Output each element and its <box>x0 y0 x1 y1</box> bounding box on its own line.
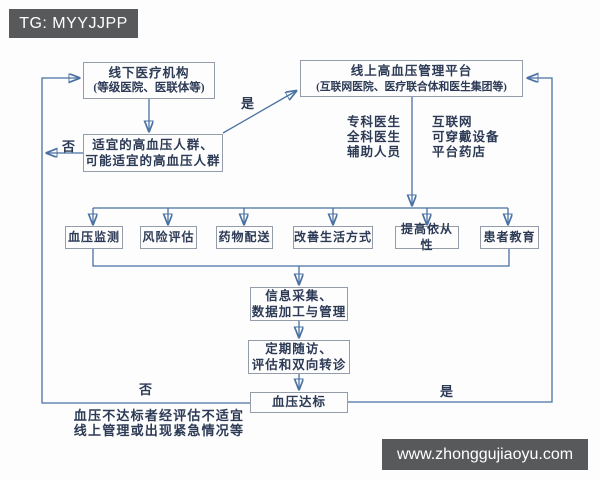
node-suitable-line1: 适宜的高血压人群、 <box>92 137 214 152</box>
edge-no-return-left <box>41 78 250 404</box>
node-data-line1: 信息采集、 <box>265 288 333 303</box>
label-yes-top: 是 <box>241 96 255 111</box>
annotation-tools: 互联网 可穿戴设备 平台药店 <box>432 115 500 160</box>
node-bp-target: 血压达标 <box>250 392 348 413</box>
node-bp-monitoring: 血压监测 <box>65 226 123 249</box>
node-followup-line2: 评估和双向转诊 <box>251 358 347 372</box>
annotation-tools-line1: 互联网 <box>432 115 473 129</box>
annotation-staff-line3: 辅助人员 <box>347 145 402 159</box>
telegram-tag-badge: TG: MYYJJPP <box>9 9 138 38</box>
node-data-line2: 数据加工与管理 <box>251 305 347 319</box>
edge-suitable-yes-diagonal <box>222 91 296 134</box>
annotation-staff: 专科医生 全科医生 辅助人员 <box>347 115 401 160</box>
label-no-bottom: 否 <box>139 382 153 397</box>
node-drug-delivery: 药物配送 <box>216 226 273 249</box>
node-online-line2: (互联网医院、医疗联合体和医生集团等) <box>316 80 507 93</box>
node-patient-education: 患者教育 <box>480 226 539 249</box>
node-followup-line1: 定期随访、 <box>265 341 333 356</box>
node-offline-institution: 线下医疗机构 (等级医院、医联体等) <box>83 62 215 99</box>
node-suitable-line2: 可能适宜的高血压人群 <box>85 154 221 168</box>
node-followup-referral: 定期随访、 评估和双向转诊 <box>248 340 350 374</box>
label-no-left: 否 <box>62 139 76 154</box>
node-offline-line2: (等级医院、医联体等) <box>93 82 205 95</box>
caption-not-at-target: 血压不达标者经评估不适宜 线上管理或出现紧急情况等 <box>64 408 254 438</box>
node-adherence: 提高依从性 <box>395 222 459 252</box>
node-bp-target-label: 血压达标 <box>271 395 326 410</box>
node-data-management: 信息采集、 数据加工与管理 <box>250 287 348 321</box>
edge-target-yes-return <box>348 78 553 403</box>
annotation-tools-line3: 平台药店 <box>432 145 487 159</box>
node-online-platform: 线上高血压管理平台 (互联网医院、医疗联合体和医生集团等) <box>300 60 523 97</box>
annotation-tools-line2: 可穿戴设备 <box>432 130 500 144</box>
label-yes-bottom: 是 <box>440 384 454 399</box>
annotation-staff-line2: 全科医生 <box>347 130 402 144</box>
node-suitable-population: 适宜的高血压人群、 可能适宜的高血压人群 <box>83 134 223 172</box>
edge-bottom-rail <box>92 249 510 267</box>
node-lifestyle-improvement: 改善生活方式 <box>293 226 373 249</box>
annotation-staff-line1: 专科医生 <box>347 115 402 129</box>
caption-line1: 血压不达标者经评估不适宜 <box>73 408 245 423</box>
caption-line2: 线上管理或出现紧急情况等 <box>73 422 245 438</box>
node-online-line1: 线上高血压管理平台 <box>350 64 473 79</box>
node-offline-line1: 线下医疗机构 <box>108 65 190 80</box>
website-watermark: www.zhonggujiaoyu.com <box>382 439 588 470</box>
node-risk-assessment: 风险评估 <box>140 226 197 249</box>
